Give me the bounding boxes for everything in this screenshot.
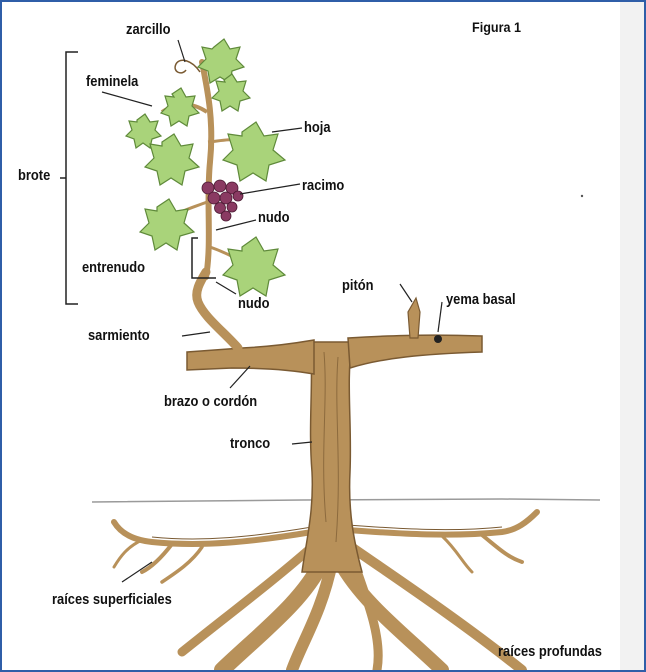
yema-basal-dot: [434, 335, 442, 343]
leaf-feminela: [161, 88, 199, 126]
leaf-left-small: [126, 114, 161, 148]
label-feminela: feminela: [86, 74, 138, 89]
leaf-mid-left: [145, 134, 199, 185]
label-raices-superficiales: raíces superficiales: [52, 592, 172, 607]
tendril: [175, 60, 200, 73]
label-entrenudo: entrenudo: [82, 260, 145, 275]
label-sarmiento: sarmiento: [88, 328, 150, 343]
leaf-upper-right: [212, 74, 250, 111]
label-nudo-upper: nudo: [258, 210, 290, 225]
label-yema-basal: yema basal: [446, 292, 516, 307]
piton-spur: [408, 298, 420, 338]
right-arm: [348, 335, 482, 368]
label-nudo-lower: nudo: [238, 296, 270, 311]
brote-bracket: [66, 52, 78, 304]
entrenudo-bracket: [192, 238, 198, 278]
label-racimo: racimo: [302, 178, 344, 193]
label-hoja: hoja: [304, 120, 331, 135]
label-raices-profundas: raíces profundas: [498, 644, 602, 659]
label-tronco: tronco: [230, 436, 270, 451]
label-brote: brote: [18, 168, 50, 183]
label-brazo: brazo o cordón: [164, 394, 257, 409]
leaf-hoja: [223, 122, 285, 181]
leaf-lower-left: [140, 199, 194, 250]
label-zarcillo: zarcillo: [126, 22, 170, 37]
figure-title: Figura 1: [472, 20, 521, 34]
label-piton: pitón: [342, 278, 374, 293]
left-arm: [187, 340, 314, 374]
leaf-lower-right: [223, 237, 285, 296]
shoot-stem: [202, 62, 211, 277]
trunk: [302, 342, 362, 572]
